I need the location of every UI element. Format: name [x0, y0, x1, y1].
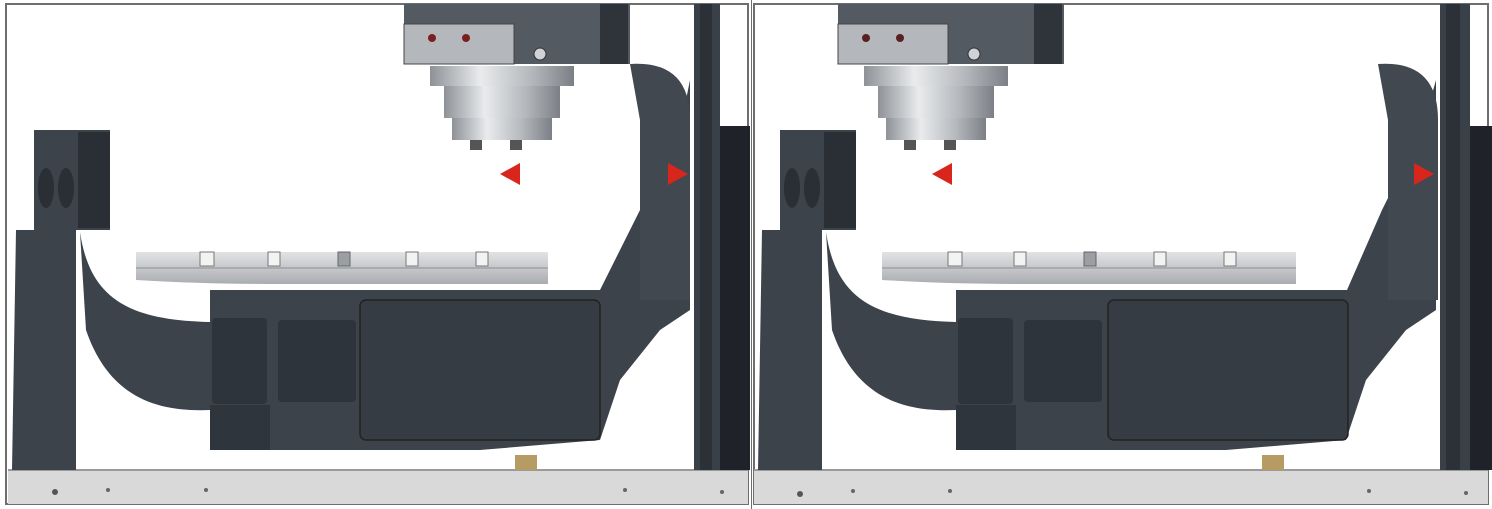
base-rail — [8, 469, 748, 504]
rotary-table — [882, 251, 1296, 284]
double-arrow-icon — [932, 163, 1434, 185]
base-rail — [754, 469, 1488, 504]
trunnion-table-icon — [826, 63, 1438, 470]
spindle-icon — [837, 4, 1064, 150]
machine-illustration-right — [753, 3, 1492, 505]
column-right — [1440, 4, 1492, 470]
left-support — [758, 130, 856, 470]
panel-long-travel — [752, 0, 1492, 509]
left-support — [12, 130, 110, 470]
double-arrow-icon — [500, 163, 688, 185]
spindle-icon — [403, 4, 630, 150]
column-right — [694, 4, 750, 470]
rotary-table — [136, 251, 548, 284]
machine-illustration-left — [5, 3, 750, 505]
panel-short-travel — [5, 3, 750, 505]
trunnion-table-icon — [80, 63, 690, 470]
